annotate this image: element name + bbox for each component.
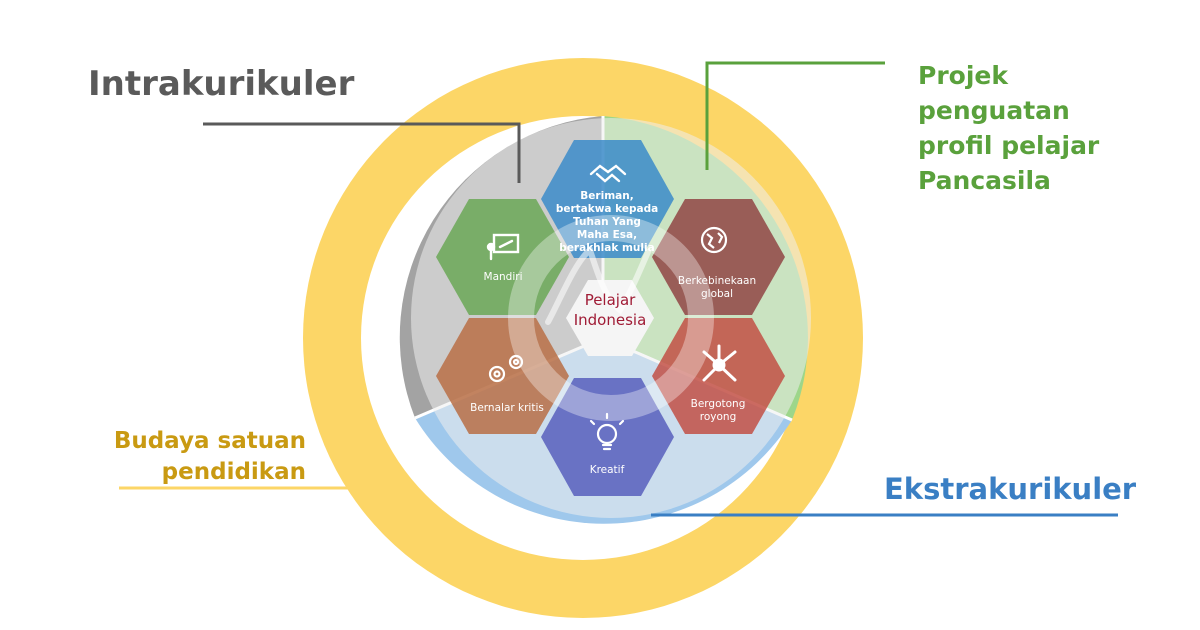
projek-label-line: penguatan xyxy=(918,96,1070,125)
center-label-line: Indonesia xyxy=(573,311,647,329)
hex-label-beriman: Beriman, bertakwa kepada Tuhan Yang Maha… xyxy=(552,190,662,255)
projek-label-line: Projek xyxy=(918,61,1008,90)
hex-center xyxy=(566,280,654,356)
budaya-label-line: pendidikan xyxy=(161,459,306,485)
watermark-logo xyxy=(545,244,651,325)
projek-label: Projek penguatan profil pelajar Pancasil… xyxy=(918,58,1099,198)
hex-label-line: Maha Esa, xyxy=(576,229,638,241)
presentation-icon xyxy=(486,233,520,261)
globe-icon xyxy=(700,226,728,254)
gears-icon xyxy=(488,354,524,383)
hex-kreatif xyxy=(541,378,674,496)
hex-mandiri xyxy=(436,199,569,315)
hex-label-line: Kreatif xyxy=(589,464,625,476)
hex-bernalar xyxy=(436,318,569,434)
budaya-label-line: Budaya satuan xyxy=(113,428,306,454)
projek-label-line: profil pelajar xyxy=(918,131,1100,160)
handshake-icon xyxy=(589,164,627,183)
hex-berkebinekaan xyxy=(652,199,785,315)
hex-label-line: berakhlak mulia xyxy=(559,242,655,254)
hex-gotong xyxy=(652,318,785,434)
projek-label-line: Pancasila xyxy=(918,166,1051,195)
ekstrakurikuler-label: Ekstrakurikuler xyxy=(884,472,1137,506)
hex-label-gotong: Bergotong royong xyxy=(668,398,768,424)
center-label-line: Pelajar xyxy=(584,291,636,309)
hex-label-berkebinekaan: Berkebinekaan global xyxy=(662,275,772,301)
projek-leader xyxy=(705,61,885,170)
hex-label-line: Mandiri xyxy=(483,271,523,283)
hex-beriman xyxy=(541,140,674,258)
overlay-ring xyxy=(508,215,714,421)
hex-label-line: Beriman, xyxy=(580,190,634,202)
hex-label-line: Berkebinekaan xyxy=(677,275,757,287)
center-label: Pelajar Indonesia xyxy=(560,290,660,330)
hex-label-line: Bergotong xyxy=(690,398,746,410)
lightbulb-icon xyxy=(589,412,625,451)
hex-label-line: bertakwa kepada xyxy=(555,203,659,215)
hex-label-line: Tuhan Yang xyxy=(573,216,641,228)
intrakurikuler-leader xyxy=(203,122,521,183)
hex-label-kreatif: Kreatif xyxy=(567,464,647,477)
hex-label-line: global xyxy=(700,288,734,300)
hex-label-bernalar: Bernalar kritis xyxy=(452,402,562,415)
hex-label-mandiri: Mandiri xyxy=(458,271,548,284)
budaya-label: Budaya satuan pendidikan xyxy=(70,426,306,488)
intrakurikuler-label: Intrakurikuler xyxy=(88,64,355,104)
hex-label-line: royong xyxy=(699,411,737,423)
hands-together-icon xyxy=(702,344,737,382)
hex-label-line: Bernalar kritis xyxy=(470,402,544,414)
